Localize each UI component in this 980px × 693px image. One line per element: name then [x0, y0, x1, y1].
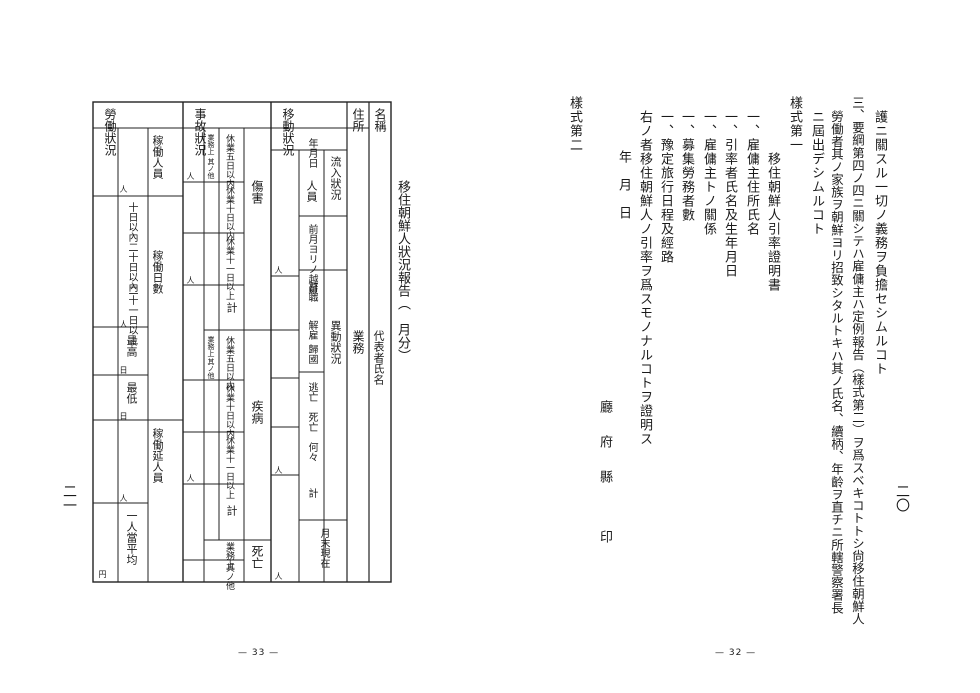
unit-person: 人: [186, 276, 195, 284]
unit-person: 人: [186, 172, 195, 180]
form1-seal: 印: [597, 530, 612, 544]
migration-inflow: 流入狀況: [329, 156, 342, 200]
migration-quit: 辭職: [306, 282, 317, 302]
form1-item-4: 一、募集勞務者數: [679, 110, 694, 222]
unit-person: 人: [274, 266, 283, 274]
labor-min: 最低: [125, 382, 138, 404]
on-duty-label-2: 業務上: [207, 336, 215, 357]
migration-escape: 逃亡: [306, 382, 317, 402]
labor-d21: 二十一日以上: [126, 285, 137, 345]
form1-certify: 右ノ者移住朝鮮人ノ引率ヲ爲スモノナルコトヲ證明ス: [637, 110, 652, 446]
accident-injury: 傷害: [250, 180, 264, 204]
migration-death: 死亡: [306, 412, 317, 432]
right-side-number: 二〇: [894, 484, 910, 512]
other-label-1: 其ノ他: [207, 158, 215, 179]
unit-person: 人: [274, 466, 283, 474]
report-form-table: [92, 101, 392, 583]
right-page-number: — 32 —: [715, 648, 757, 658]
address-header: 住所: [351, 108, 365, 132]
other-label-2: 其ノ他: [207, 358, 215, 379]
unit-day: 日: [119, 366, 128, 374]
form1-date: 年 月 日: [616, 150, 631, 220]
form1-signer: 廳府縣: [597, 400, 612, 505]
text-line-2: 三、要綱第四ノ四ニ關シテハ雇傭主ハ定例報告（樣式第二）ヲ爲スベキコトトシ尙移住朝…: [850, 96, 866, 626]
migration-header: 移動狀況: [281, 108, 295, 156]
text-line-4: ニ屆出デシムルコト: [809, 110, 824, 236]
labor-header: 勞働狀況: [103, 108, 117, 156]
representative-header: 代表者氏名: [372, 330, 385, 385]
migration-return: 歸國: [306, 344, 317, 364]
name-header: 名稱: [373, 108, 387, 132]
unit-person: 人: [119, 185, 128, 193]
text-line-1: 護ニ關スル一切ノ義務ヲ負擔セシムルコト: [872, 110, 887, 376]
on-duty-label-1: 業務上: [207, 134, 215, 155]
illness-total: 計: [225, 505, 238, 516]
accident-header: 事故狀況: [193, 108, 207, 156]
form1-item-3: 一、雇傭主トノ關係: [701, 110, 716, 236]
form1-item-2: 一、引率者氏名及生年月日: [722, 110, 737, 278]
migration-change: 異動狀況: [329, 320, 342, 364]
unit-day: 日: [119, 412, 128, 420]
labor-total-persons: 稼働延人員: [151, 428, 164, 483]
labor-max: 最高: [125, 335, 138, 357]
form2-label: 樣式第二: [567, 96, 582, 152]
injury-d10: 休業十日以内: [224, 186, 234, 240]
text-line-3: 勞働者其ノ家族ヲ朝鮮ヨリ招致シタルトキハ其ノ氏名、續柄、年齡ヲ直チニ所轄警察署長: [829, 110, 845, 614]
accident-illness: 疾病: [250, 400, 264, 424]
business-header: 業務: [351, 330, 365, 354]
form-title: 移住朝鮮人狀況報告（ 月分）: [395, 180, 410, 362]
injury-d11: 休業十一日以上: [224, 237, 234, 300]
illness-d10: 休業十日以内: [224, 384, 234, 438]
labor-d10: 十日以內: [126, 202, 137, 242]
form1-title: 移住朝鮮人引率證明書: [765, 152, 780, 292]
migration-date: 年月日: [306, 138, 317, 168]
migration-other: 何々: [306, 442, 317, 462]
left-side-number: 二一: [61, 484, 77, 512]
unit-person: 人: [119, 494, 128, 502]
labor-d20: 二十日以內: [126, 242, 137, 292]
form1-item-1: 一、雇傭主住所氏名: [744, 110, 759, 236]
death-on-duty: 業務上: [224, 542, 234, 569]
unit-yen: 円: [98, 570, 107, 578]
illness-d5: 休業五日以内: [224, 336, 234, 390]
unit-person: 人: [274, 572, 283, 580]
migration-dismissal: 解雇: [306, 320, 317, 340]
injury-total: 計: [225, 302, 238, 313]
injury-d5: 休業五日以内: [224, 134, 234, 188]
migration-carryover: 前月ヨリノ越員: [306, 224, 317, 294]
migration-month-end: 月末現在: [318, 528, 329, 568]
left-page-number: — 33 —: [238, 648, 280, 658]
unit-person: 人: [119, 320, 128, 328]
accident-death: 死亡: [250, 545, 264, 569]
illness-d11: 休業十一日以上: [224, 436, 234, 499]
labor-average: 一人當平均: [125, 510, 138, 565]
migration-total: 計: [306, 488, 317, 498]
labor-workers: 稼働人員: [151, 135, 164, 179]
form1-label: 樣式第一: [787, 96, 802, 152]
right-page: 二〇 護ニ關スル一切ノ義務ヲ負擔セシムルコト 三、要綱第四ノ四ニ關シテハ雇傭主ハ…: [490, 0, 980, 693]
migration-persons: 人員: [305, 180, 318, 202]
unit-person: 人: [186, 474, 195, 482]
form1-item-5: 一、豫定旅行日程及經路: [658, 110, 673, 264]
death-other: 其ノ他: [224, 563, 234, 590]
left-page: 二一: [61, 101, 410, 658]
labor-days: 稼働日數: [151, 250, 164, 294]
